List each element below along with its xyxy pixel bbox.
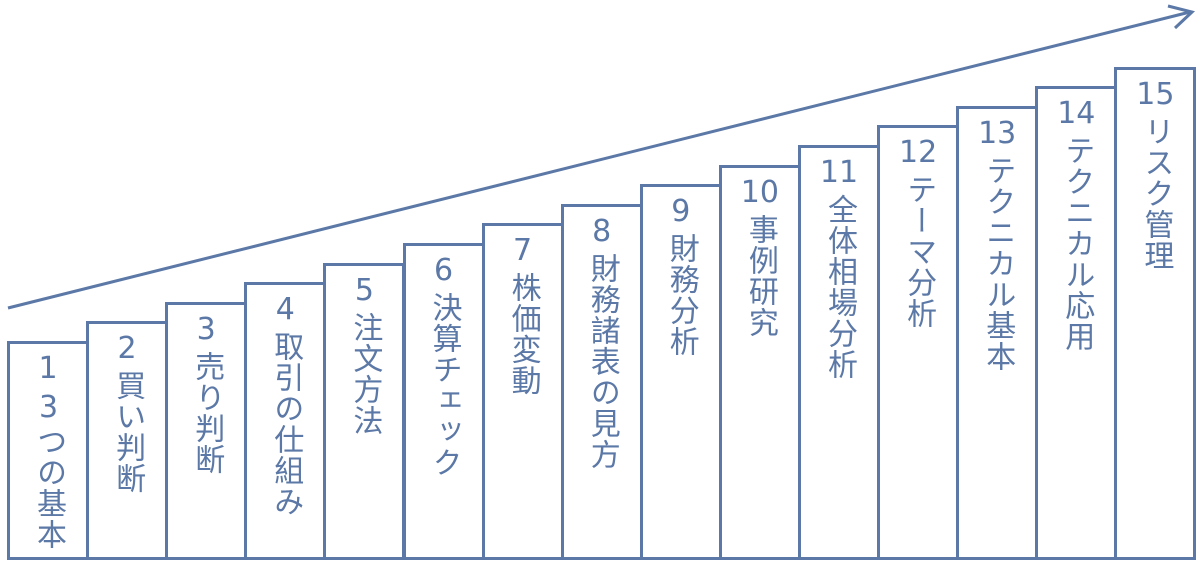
step-label: 財務諸表の見方 xyxy=(584,252,620,470)
step-number: 5 xyxy=(354,272,374,308)
step-1: 1 3つの基本 xyxy=(7,341,89,560)
arrow-head-icon xyxy=(1167,4,1196,30)
step-label: 全体相場分析 xyxy=(822,194,857,380)
step-label: 買い判断 xyxy=(110,370,146,495)
step-number: 3 xyxy=(196,311,216,347)
step-label: 売り判断 xyxy=(189,350,225,475)
step-label: 事例研究 xyxy=(742,213,778,338)
step-number: 2 xyxy=(117,331,137,367)
step-label: 注文方法 xyxy=(347,311,383,436)
step-label: リスク管理 xyxy=(1138,115,1174,271)
step-label: 3つの基本 xyxy=(31,390,66,550)
step-label: 決算チェック xyxy=(426,292,462,478)
step-label: テクニカル基本 xyxy=(980,154,1016,372)
step-number: 8 xyxy=(592,213,612,249)
step-number: 14 xyxy=(1057,96,1096,132)
step-number: 10 xyxy=(740,174,779,210)
step-number: 15 xyxy=(1136,76,1175,112)
step-number: 13 xyxy=(978,115,1017,151)
step-11: 11 全体相場分析 xyxy=(798,145,880,560)
step-number: 4 xyxy=(275,292,295,328)
step-label: 株価変動 xyxy=(505,272,541,397)
step-number: 7 xyxy=(513,233,533,269)
step-number: 9 xyxy=(671,194,691,230)
step-number: 6 xyxy=(433,253,454,288)
step-number: 11 xyxy=(819,155,859,190)
step-6: 6 決算チェック xyxy=(402,243,485,560)
step-number: 12 xyxy=(899,135,938,171)
step-number: 1 xyxy=(38,351,58,386)
step-label: テクニカル応用 xyxy=(1059,135,1095,353)
step-label: テーマ分析 xyxy=(901,174,937,330)
step-label: 取引の仕組み xyxy=(268,331,304,518)
step-label: 財務分析 xyxy=(663,233,699,358)
